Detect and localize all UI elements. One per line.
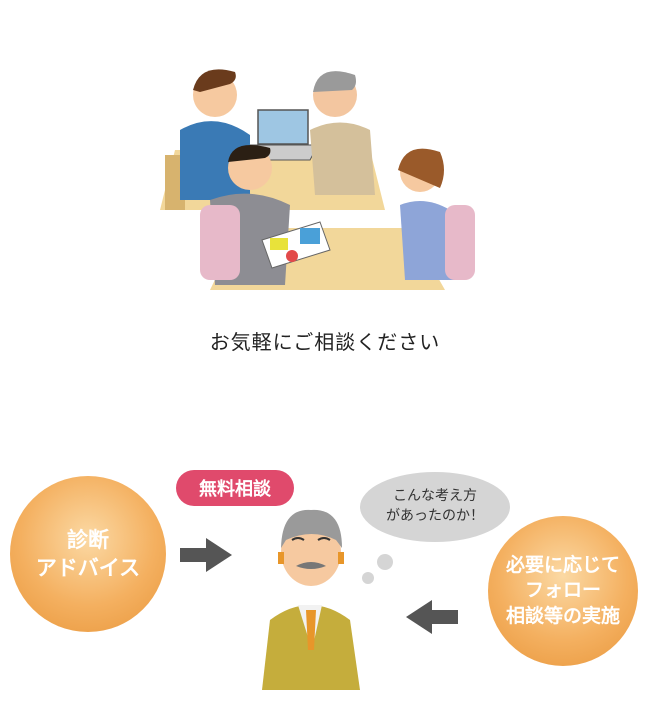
consultation-caption: お気軽にご相談ください <box>209 330 441 354</box>
thought-line2: があったのか！ <box>386 508 484 524</box>
diagnosis-advice-circle: 診断 アドバイス <box>10 476 166 632</box>
left-circle-line1: 診断 <box>67 527 109 552</box>
follow-up-circle: 必要に応じて フォロー 相談等の実施 <box>488 516 638 666</box>
right-circle-line3: 相談等の実施 <box>505 604 620 627</box>
right-circle-line2: フォロー <box>524 579 601 602</box>
free-consultation-badge: 無料相談 <box>176 470 294 506</box>
right-circle-line1: 必要に応じて <box>505 553 620 576</box>
left-arrow-icon <box>406 600 458 634</box>
right-arrow-icon <box>180 538 232 572</box>
thought-line1: こんな考え方 <box>393 488 477 505</box>
left-circle-line2: アドバイス <box>35 556 141 580</box>
thought-bubble: こんな考え方 があったのか！ <box>360 472 510 542</box>
consultation-meeting-illustration <box>160 69 475 290</box>
